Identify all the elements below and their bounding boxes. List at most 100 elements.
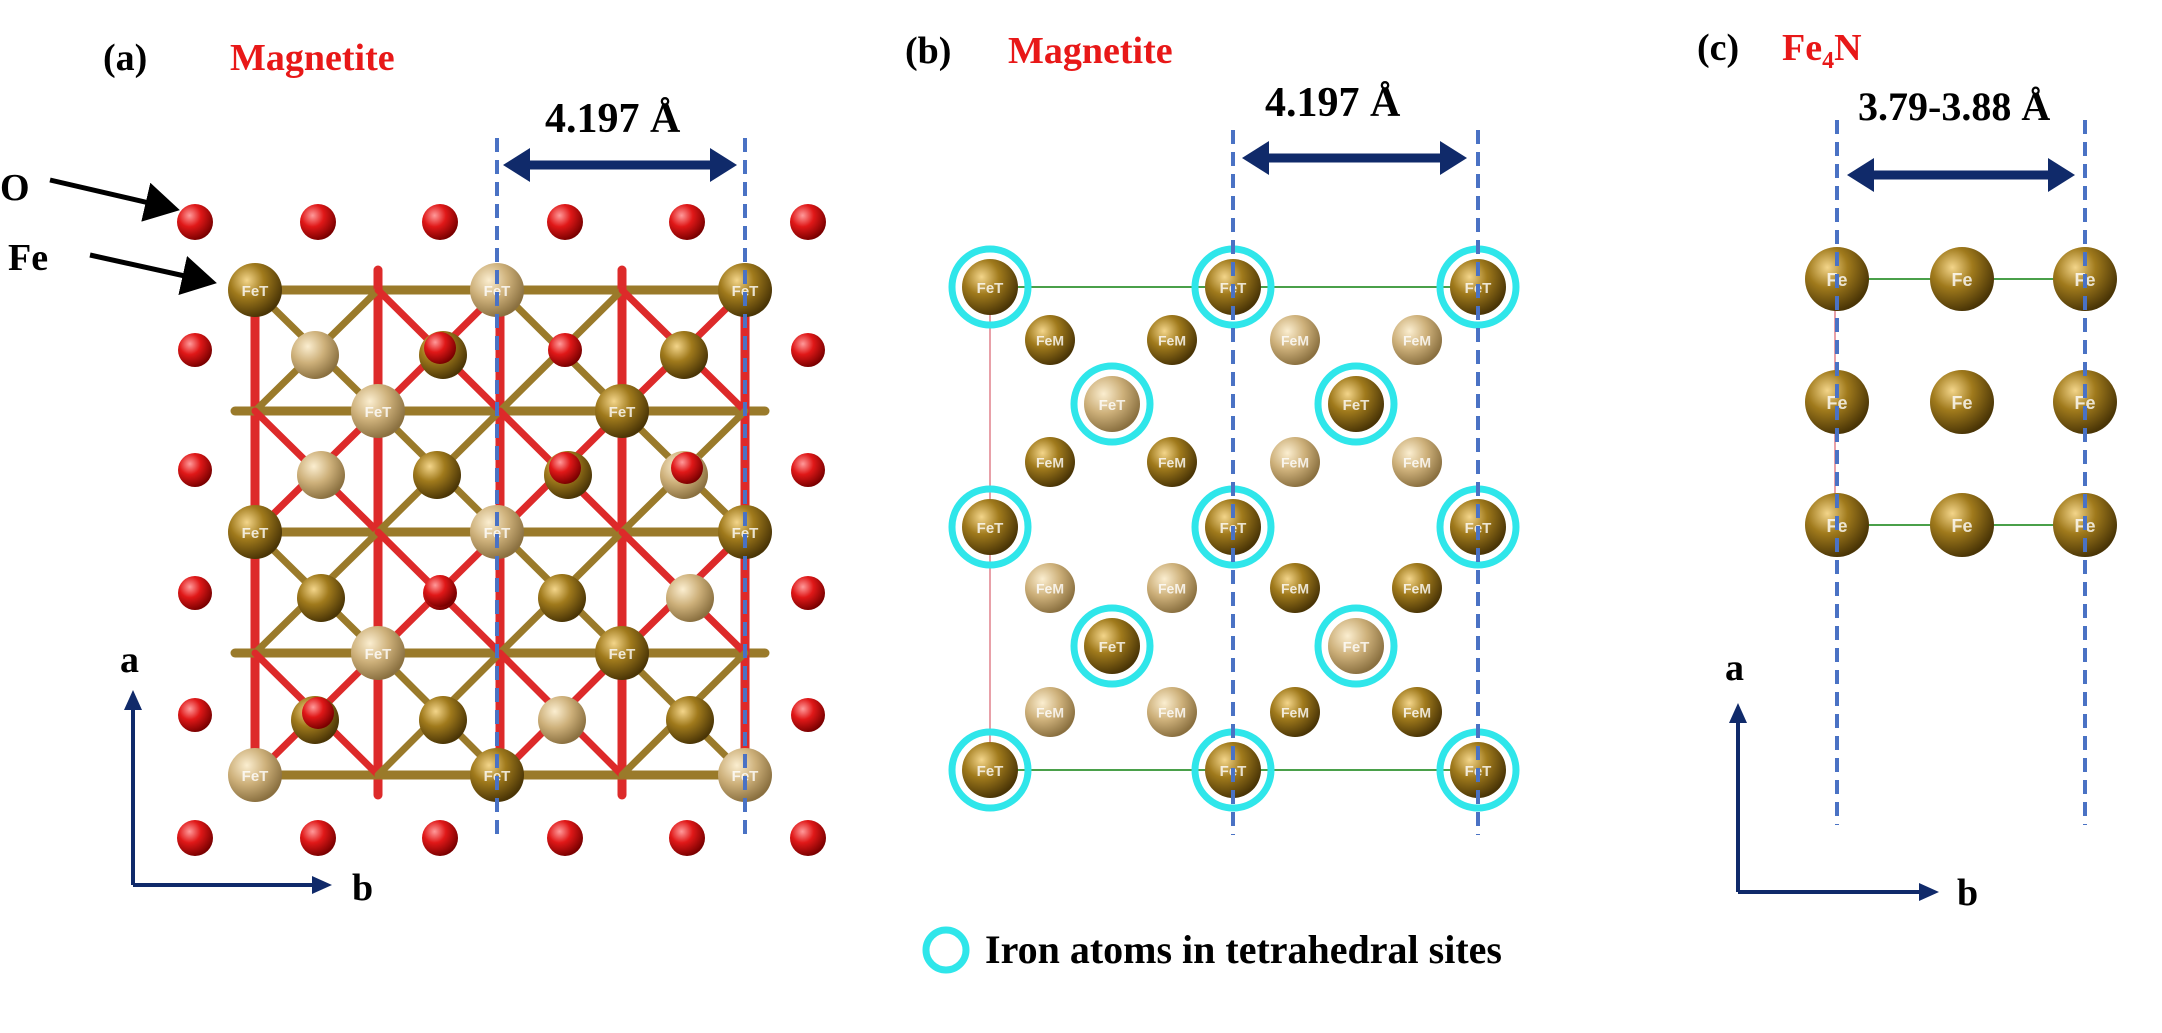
atom-sphere: [422, 820, 458, 856]
cyan-ring-icon: [922, 926, 970, 974]
atom-sphere: [1084, 618, 1140, 674]
atom-label: FeT: [977, 280, 1004, 297]
atom-sphere: [718, 263, 772, 317]
atom-label: FeM: [1158, 455, 1186, 471]
atom-sphere: [1084, 376, 1140, 432]
atom-sphere: [1930, 493, 1994, 557]
tetrahedral-ring: [1070, 362, 1154, 446]
oxygen-atom: [178, 333, 212, 367]
panel-a-distance-arrow: [503, 148, 737, 182]
iron-atom-octahedral: FeM: [1147, 687, 1197, 737]
panel-b: (b) Magnetite FeM FeM FeM FeM FeM FeM FeM FeM Fe…: [905, 30, 1520, 835]
atom-label: FeM: [1036, 455, 1064, 471]
panel-c-distance-arrow: [1847, 158, 2075, 192]
oxygen-atom: [422, 204, 458, 240]
atom-label: FeT: [609, 404, 636, 421]
atom-sphere: [791, 333, 825, 367]
oxygen-atom: [549, 452, 581, 484]
atom-sphere: [718, 748, 772, 802]
iron-atom-octahedral: FeM: [1392, 687, 1442, 737]
panel-b-distance-arrow: [1242, 141, 1467, 175]
oxygen-atom: [424, 332, 456, 364]
atom-label: FeT: [242, 283, 269, 300]
atom-label: FeM: [1403, 455, 1431, 471]
atom-label: FeT: [1099, 397, 1126, 414]
atom-label: FeM: [1403, 333, 1431, 349]
tetrahedral-ring: [948, 245, 1032, 329]
oxygen-atom: [177, 820, 213, 856]
atom-label: FeT: [609, 646, 636, 663]
panel-a-o-label: O: [0, 167, 30, 209]
legend: Iron atoms in tetrahedral sites: [922, 926, 1502, 974]
atom-sphere: [1270, 315, 1320, 365]
iron-atom: Fe: [1930, 493, 1994, 557]
panel-b-title: Magnetite: [1008, 30, 1173, 72]
panel-b-distance-label: 4.197 Å: [1265, 80, 1401, 126]
atom-sphere: [297, 574, 345, 622]
atom-sphere: [178, 333, 212, 367]
atom-label: FeM: [1281, 705, 1309, 721]
atom-label: FeM: [1281, 333, 1309, 349]
atom-sphere: [413, 451, 461, 499]
iron-atom-tetrahedral: FeT: [228, 263, 282, 317]
iron-atom-tetrahedral: FeT: [948, 245, 1032, 329]
tetrahedral-ring: [1314, 362, 1398, 446]
iron-atom-octahedral: FeM: [1270, 315, 1320, 365]
atom-label: FeT: [1343, 639, 1370, 656]
panel-a-axis-a-label: a: [120, 639, 139, 681]
atom-sphere: [1392, 687, 1442, 737]
atom-sphere: [547, 204, 583, 240]
oxygen-atom: [302, 697, 334, 729]
tetrahedral-ring: [1314, 604, 1398, 688]
iron-atom-octahedral: [666, 574, 714, 622]
atom-sphere: [1270, 563, 1320, 613]
iron-atom: Fe: [1930, 247, 1994, 311]
legend-text: Iron atoms in tetrahedral sites: [985, 927, 1502, 972]
atom-sphere: [791, 576, 825, 610]
oxygen-atom: [177, 204, 213, 240]
atom-sphere: [291, 331, 339, 379]
panel-a-axes: [124, 690, 332, 894]
atom-sphere: [669, 204, 705, 240]
atom-label: Fe: [2074, 393, 2095, 413]
panel-c-axis-b-label: b: [1957, 872, 1978, 914]
atom-sphere: [297, 451, 345, 499]
iron-atom-octahedral: FeM: [1270, 687, 1320, 737]
atom-sphere: [1392, 563, 1442, 613]
atom-sphere: [962, 259, 1018, 315]
iron-atom-octahedral: FeM: [1025, 687, 1075, 737]
atom-sphere: [302, 697, 334, 729]
iron-atom-octahedral: [297, 451, 345, 499]
atom-sphere: [228, 263, 282, 317]
atom-sphere: [1147, 563, 1197, 613]
atom-sphere: [300, 204, 336, 240]
atom-label: FeT: [365, 646, 392, 663]
iron-atom-octahedral: [297, 574, 345, 622]
iron-atom: Fe: [2053, 370, 2117, 434]
atom-sphere: [470, 263, 524, 317]
atom-sphere: [538, 574, 586, 622]
oxygen-atom: [178, 698, 212, 732]
iron-atom-tetrahedral: FeT: [1314, 604, 1398, 688]
iron-atom-octahedral: FeM: [1392, 563, 1442, 613]
atom-sphere: [718, 505, 772, 559]
tetrahedral-ring: [948, 485, 1032, 569]
panel-a-fe-pointer-arrow: [89, 252, 217, 296]
atom-sphere: [300, 820, 336, 856]
atom-sphere: [1147, 687, 1197, 737]
tetrahedral-ring: [1070, 604, 1154, 688]
panel-b-label: (b): [905, 30, 951, 72]
atom-label: Fe: [1951, 270, 1972, 290]
atom-label: FeM: [1158, 705, 1186, 721]
atom-sphere: [1805, 370, 1869, 434]
iron-atom-tetrahedral: FeT: [351, 626, 405, 680]
atom-sphere: [1392, 437, 1442, 487]
atom-sphere: [1930, 370, 1994, 434]
panel-a-o-pointer-arrow: [49, 177, 180, 222]
atom-label: FeT: [484, 283, 511, 300]
atom-sphere: [1270, 437, 1320, 487]
oxygen-atom: [669, 204, 705, 240]
panel-c-atoms: FeFeFeFeFeFeFeFeFe: [1805, 247, 2117, 557]
atom-sphere: [351, 626, 405, 680]
